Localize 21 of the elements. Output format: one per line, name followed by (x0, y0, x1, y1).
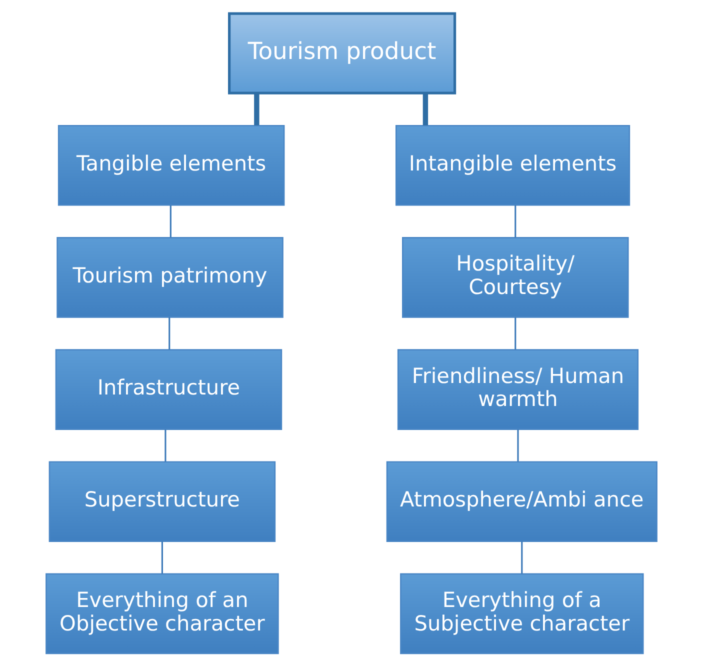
node-box: Superstructure (48, 461, 276, 542)
node-box: Tangible elements (58, 124, 285, 206)
node-box: Atmosphere/Ambi ance (386, 461, 658, 542)
connector (517, 429, 519, 462)
connector (254, 93, 260, 126)
node-box: Friendliness/ Human warmth (397, 349, 639, 430)
node-box: Tourism patrimony (56, 237, 284, 318)
node-box: Infrastructure (55, 349, 282, 430)
connector (514, 205, 516, 238)
node-box: Everything of a Subjective character (400, 573, 644, 654)
connector (422, 93, 428, 126)
node-box: Intangible elements (395, 124, 630, 206)
connector (514, 317, 516, 350)
connector (161, 541, 163, 574)
connector (168, 317, 170, 350)
node-box: Hospitality/ Courtesy (402, 237, 629, 318)
node-box: Everything of an Objective character (46, 573, 279, 654)
connector (164, 429, 166, 462)
connector (521, 541, 523, 574)
connector (170, 205, 172, 238)
node-box: Tourism product (228, 12, 456, 94)
